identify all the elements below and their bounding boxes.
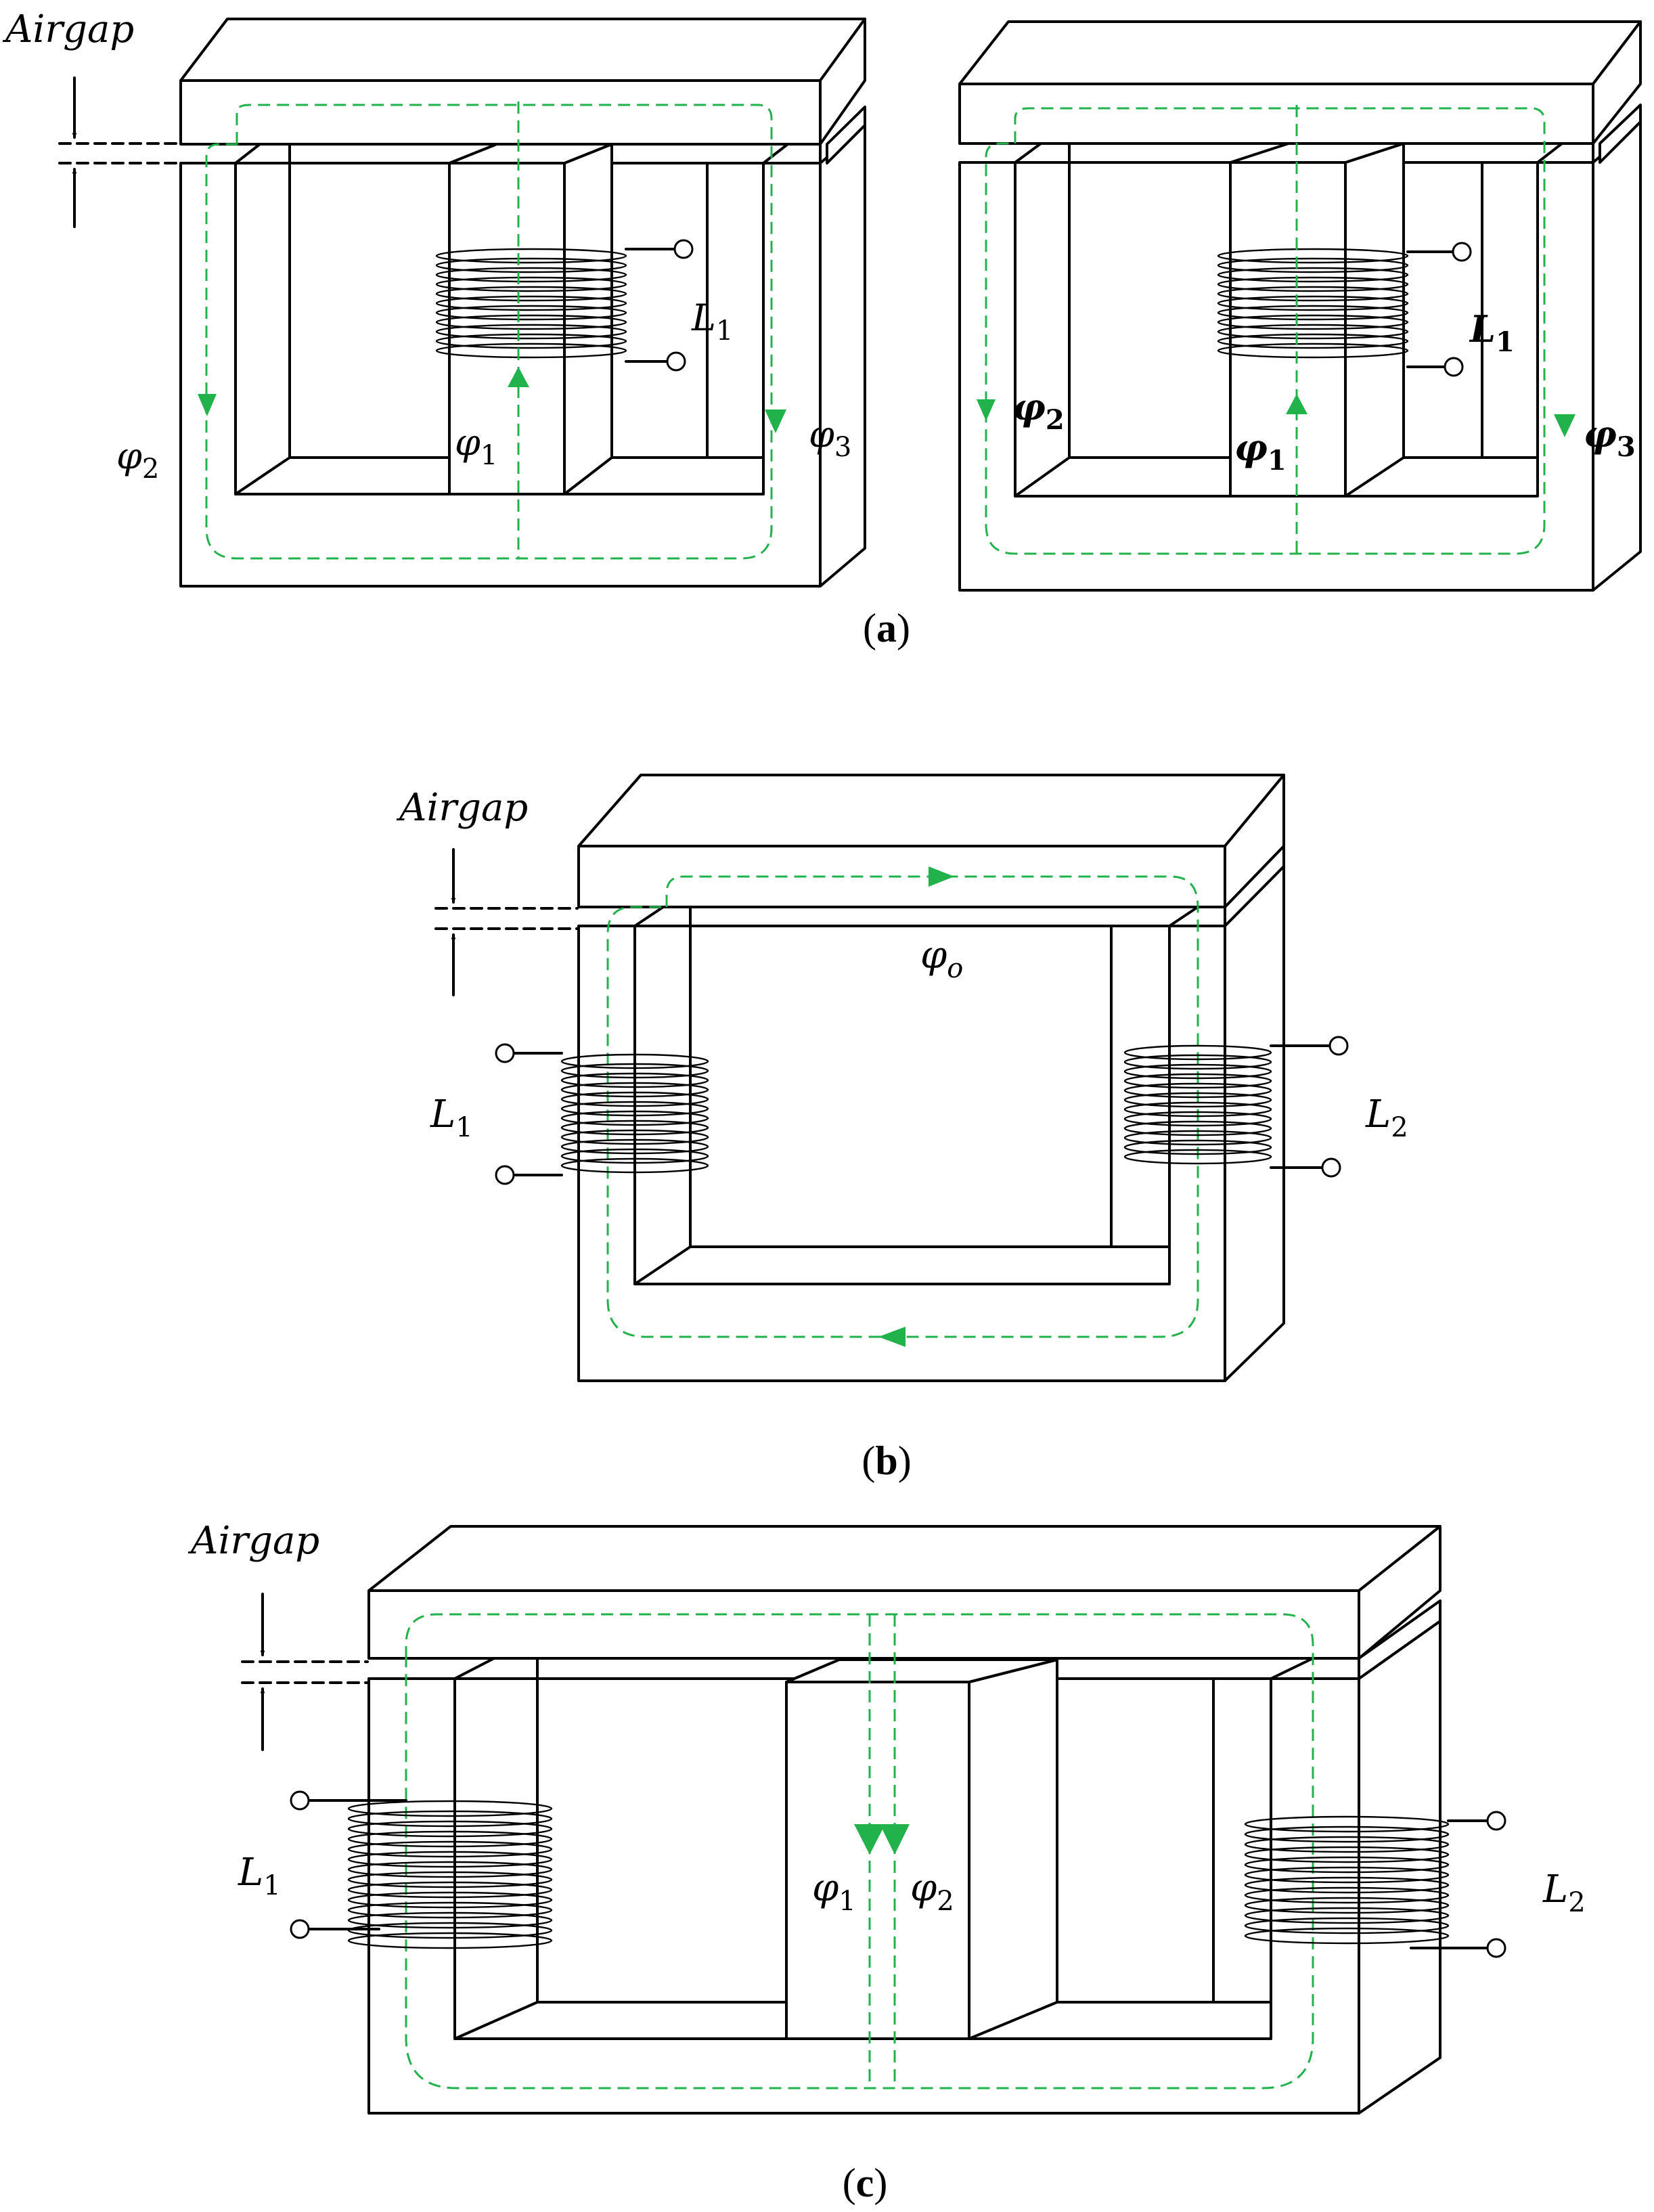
flux-label-phi1: φ1: [812, 1866, 856, 1917]
center-leg-side: [1344, 142, 1405, 497]
flux-arrow-down: [198, 394, 217, 416]
flux-label-phi2: φ2: [910, 1866, 954, 1917]
flux-label-phi2: φ2: [1012, 385, 1065, 436]
yoke-side-gap: [826, 106, 866, 164]
core-leg-top: [1536, 142, 1594, 164]
yoke-top: [179, 18, 866, 82]
caption-c: (c): [843, 2161, 888, 2205]
terminal: [1328, 1036, 1349, 1056]
yoke-front: [958, 83, 1594, 145]
core-side-face: [1592, 120, 1642, 592]
flux-label-phi3: φ3: [809, 413, 851, 463]
core-window-right: [1014, 161, 1539, 497]
yoke-side: [1224, 774, 1285, 908]
terminal: [1444, 357, 1464, 377]
center-leg-side: [968, 1658, 1058, 2040]
yoke-side: [1358, 1525, 1441, 1660]
flux-path-outer: [985, 107, 1546, 555]
terminal: [1321, 1157, 1341, 1178]
coil-label-l1: L1: [430, 1092, 473, 1143]
coil-label-l2: L2: [1365, 1092, 1408, 1143]
coil-label-l1: L1: [691, 296, 733, 347]
terminal: [666, 351, 686, 372]
caption-a: (a): [863, 606, 910, 650]
flux-arrow-down: [880, 1824, 910, 1855]
terminal: [495, 1165, 515, 1185]
coil-l2: [1244, 1811, 1506, 1958]
terminal: [290, 1919, 310, 1939]
coil-l1: [1217, 242, 1472, 377]
yoke-top: [958, 20, 1642, 85]
flux-label-phi3: φ3: [1584, 412, 1636, 463]
coil-label-l1: L1: [1469, 307, 1515, 358]
core-leg-top: [234, 143, 291, 164]
caption-b: (b): [862, 1438, 911, 1483]
panel-a-right-core: L1 φ2 φ1 φ3: [958, 20, 1642, 592]
flux-label-phi1: φ1: [1234, 426, 1287, 477]
core-leg-top: [633, 906, 692, 927]
core-leg-top: [453, 1657, 539, 1680]
flux-arrow-down: [1554, 414, 1575, 437]
flux-label-phi1: φ1: [455, 421, 497, 471]
terminal: [495, 1043, 515, 1063]
panel-a-left-core: Airgap L1 φ2 φ1 φ3: [2, 7, 866, 588]
terminal: [1486, 1811, 1506, 1831]
flux-path: [606, 875, 1199, 1338]
coil-label-l1: L1: [238, 1851, 281, 1901]
airgap-label: Airgap: [187, 1519, 319, 1563]
terminal: [1452, 242, 1472, 262]
core-window-left: [234, 162, 765, 495]
yoke-top: [577, 774, 1285, 847]
core-leg-top: [1270, 1657, 1360, 1680]
yoke-front: [367, 1589, 1360, 1660]
coil-label-l2: L2: [1542, 1867, 1586, 1918]
yoke-side-gap: [1599, 104, 1642, 164]
flux-arrow-left: [878, 1327, 906, 1347]
yoke-front: [179, 79, 822, 146]
flux-arrow-down: [765, 410, 786, 433]
panel-c-core: Airgap L1 L2 φ1 φ2: [187, 1519, 1586, 2115]
core-side-face: [819, 124, 866, 588]
flux-arrow-down: [977, 399, 996, 421]
yoke-top: [367, 1525, 1441, 1592]
yoke-side: [1592, 20, 1642, 145]
airgap-label: Airgap: [2, 7, 134, 51]
coil-l1: [495, 1043, 709, 1185]
terminal: [673, 239, 694, 259]
coil-l1: [290, 1790, 553, 1949]
flux-arrow-down: [854, 1824, 885, 1855]
flux-label-phi2: φ2: [116, 435, 159, 485]
flux-arrow-up: [1286, 394, 1307, 414]
flux-path-outer: [205, 104, 773, 560]
terminal: [1486, 1938, 1506, 1958]
yoke-side: [819, 18, 866, 146]
airgap-label: Airgap: [396, 786, 528, 830]
coil-l2: [1123, 1036, 1349, 1178]
core-leg-top: [1014, 142, 1071, 164]
center-leg-front: [785, 1681, 970, 2040]
flux-arrow-right: [929, 866, 954, 887]
flux-arrow-up: [508, 367, 529, 387]
coil-l1: [435, 239, 694, 372]
panel-b-core: Airgap φo L1 L2: [396, 774, 1408, 1382]
terminal: [290, 1790, 310, 1811]
flux-path-outer: [405, 1613, 1314, 2089]
flux-label-phio: φo: [920, 933, 963, 984]
